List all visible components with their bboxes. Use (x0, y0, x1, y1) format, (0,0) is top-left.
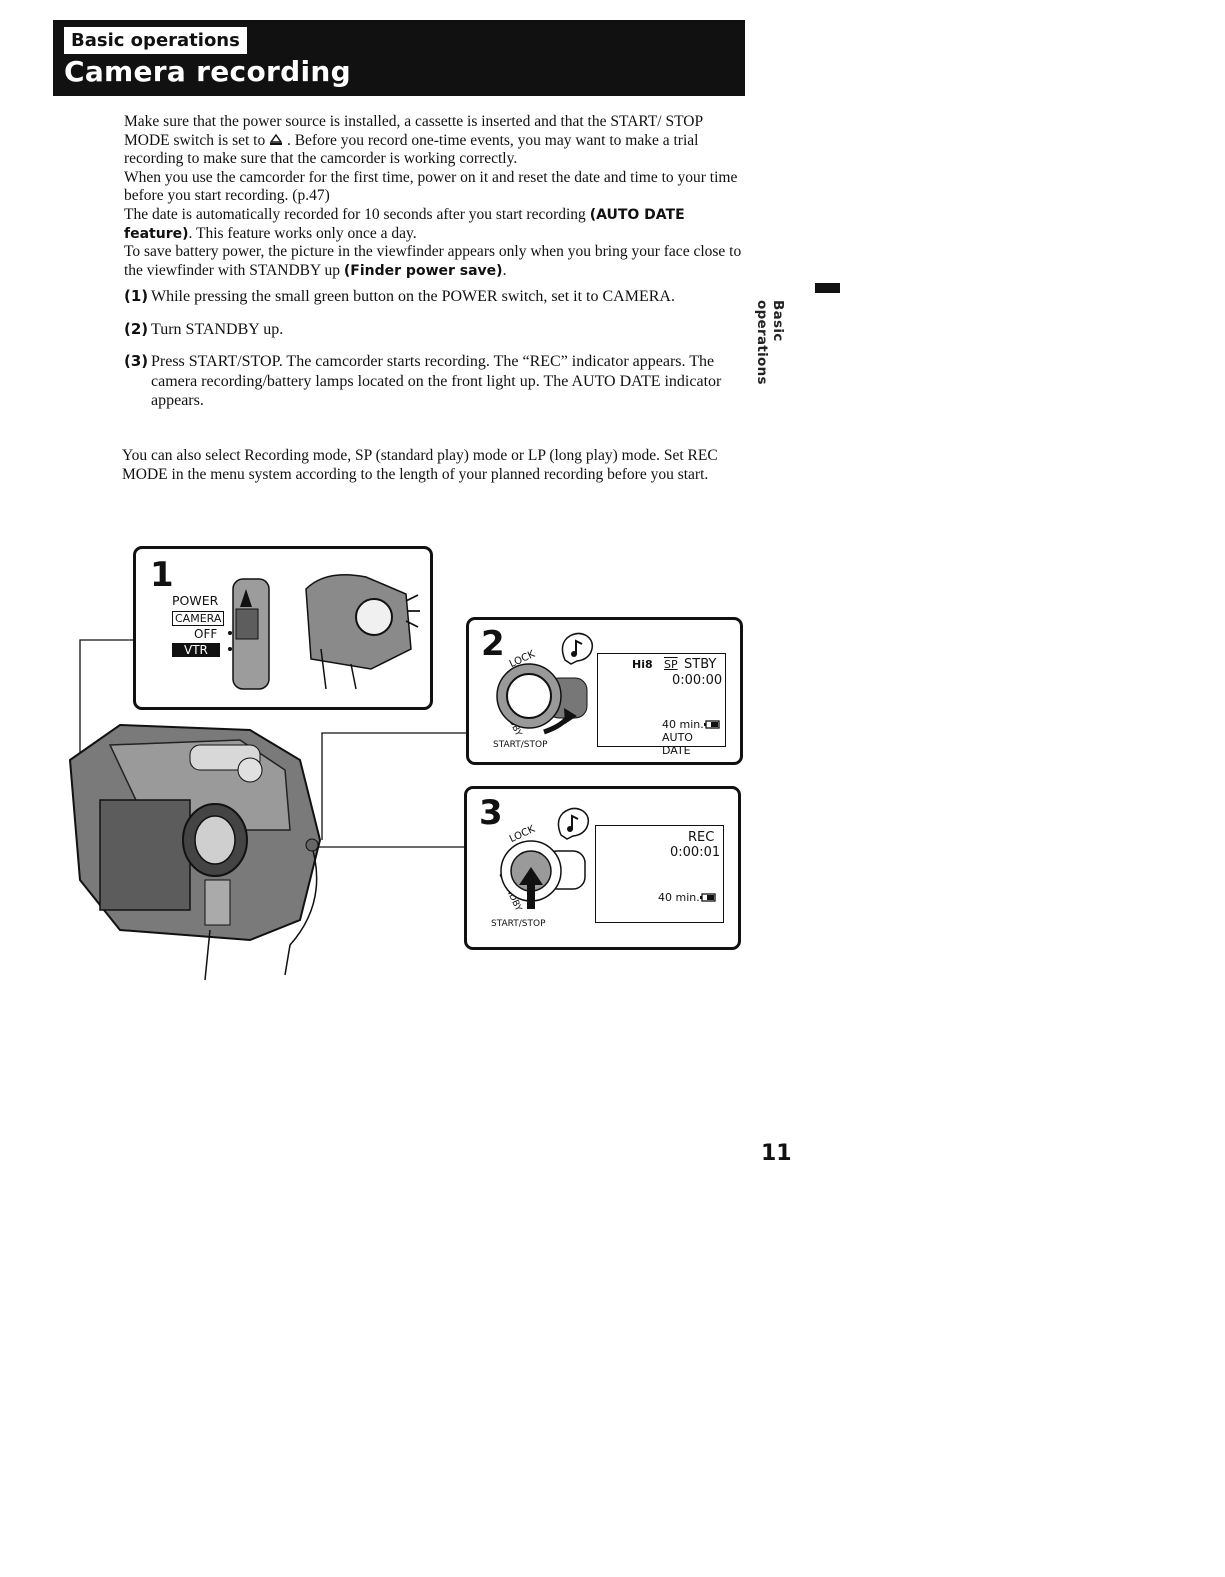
start-stop-mode-icon (269, 133, 283, 145)
step-1: (1) While pressing the small green butto… (124, 287, 744, 307)
standby-indicator: STBY (684, 657, 717, 672)
start-stop-button-icon (500, 840, 586, 909)
step-text: Press START/STOP. The camcorder starts r… (151, 353, 722, 409)
step-1-panel: 1 POWER CAMERA OFF VTR (133, 546, 433, 710)
rec-indicator: REC (688, 830, 715, 845)
step-3: (3) Press START/STOP. The camcorder star… (124, 352, 744, 411)
remaining-time: 40 min. (662, 718, 704, 731)
remaining-time: 40 min. (658, 891, 700, 904)
step-text: Turn STANDBY up. (151, 320, 284, 338)
intro-p3-c: . This feature works only once a day. (188, 224, 417, 242)
hi8-indicator: Hi8 (632, 658, 653, 671)
recording-mode-note: You can also select Recording mode, SP (… (122, 447, 718, 483)
steps-list: (1) While pressing the small green butto… (124, 287, 744, 424)
panel-number: 3 (479, 793, 503, 833)
intro-p3-a: The date is automatically recorded for 1… (124, 205, 586, 223)
intro-paragraph-1: Make sure that the power source is insta… (124, 113, 744, 169)
step-number: (2) (124, 319, 149, 338)
off-label: OFF (194, 627, 218, 641)
step-2: (2) Turn STANDBY up. (124, 320, 744, 340)
intro-paragraph-2: When you use the camcorder for the first… (124, 168, 738, 205)
camera-label: CAMERA (172, 611, 225, 626)
intro-paragraph-4: To save battery power, the picture in th… (124, 243, 744, 280)
step-number: (3) (124, 352, 149, 370)
start-stop-label: START/STOP (491, 919, 546, 929)
viewfinder-display: Hi8 SP STBY 0:00:00 40 min. AUTO DATE (597, 653, 726, 757)
time-counter: 0:00:01 (670, 845, 721, 860)
power-label: POWER (172, 593, 219, 608)
side-tab-marker (815, 283, 840, 293)
panel-number: 1 (150, 555, 174, 595)
beep-note-icon (557, 807, 590, 840)
vtr-label: VTR (172, 643, 220, 657)
start-stop-label: START/STOP (493, 740, 548, 750)
sp-indicator: SP (664, 658, 678, 671)
panel-number: 2 (481, 624, 505, 664)
auto-date-term: (AUTO DATE feature) (124, 206, 685, 242)
step-3-panel: 3 LOCK STANDBY START/STOP REC 0:00:01 40… (464, 786, 741, 950)
intro-paragraph-3: The date is automatically recorded for 1… (124, 206, 744, 243)
power-switch-icon (228, 574, 420, 690)
battery-icon (704, 720, 720, 729)
page-number: 11 (761, 1141, 792, 1166)
viewfinder-display: REC 0:00:01 40 min. (595, 825, 724, 923)
standby-dial-icon (496, 663, 588, 735)
intro-text: Make sure that the power source is insta… (124, 113, 744, 280)
step-number: (1) (124, 287, 149, 305)
intro-p1-a: Make sure that the power source is insta… (124, 113, 703, 149)
step-text: While pressing the small green button on… (151, 288, 675, 305)
battery-icon (700, 893, 716, 902)
step-2-panel: 2 LOCK STANDBY START/STOP Hi8 SP STBY 0:… (466, 617, 743, 765)
beep-note-icon (561, 632, 594, 665)
intro-p4-c: . (502, 261, 507, 279)
intro-p1-b: . Before you record one-time events, you… (124, 131, 699, 168)
section-label: Basic operations (64, 27, 247, 54)
intro-p4-a: To save battery power, the picture in th… (124, 243, 742, 279)
side-section-label: Basic operations (754, 300, 786, 385)
time-counter: 0:00:00 (672, 673, 723, 688)
auto-date-indicator: AUTO DATE (662, 731, 693, 757)
page-title: Camera recording (64, 55, 351, 88)
finder-power-save-term: (Finder power save) (343, 262, 503, 279)
